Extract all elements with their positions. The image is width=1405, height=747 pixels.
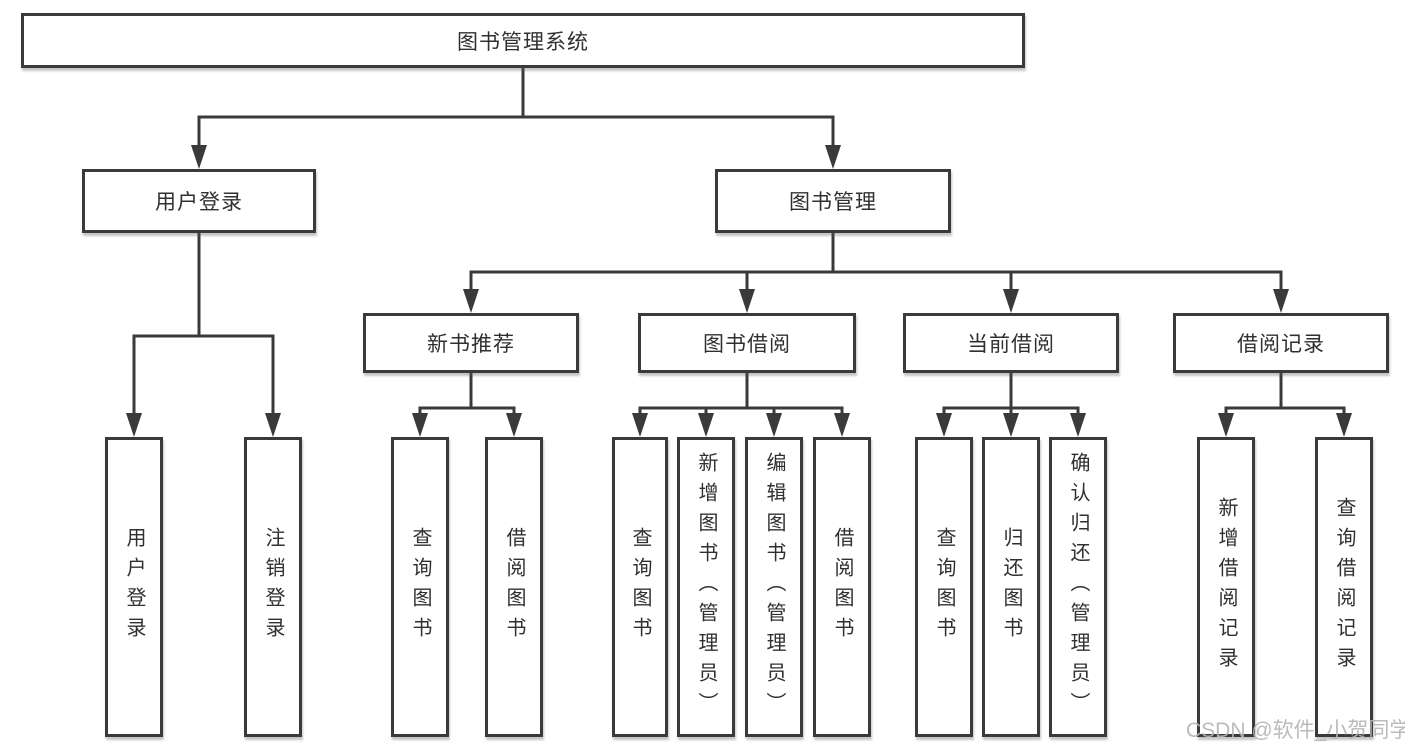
arrow-down-icon (825, 145, 841, 169)
node-leaf-user-login: 用户登录 (105, 437, 163, 737)
arrow-down-icon (1003, 413, 1019, 437)
arrow-down-icon (698, 413, 714, 437)
node-leaf-return-books: 归还图书 (982, 437, 1040, 737)
node-leaf-add-books-admin: 新增图书（管理员） (677, 437, 735, 737)
node-book-management: 图书管理 (715, 169, 951, 233)
arrow-down-icon (412, 413, 428, 437)
arrow-down-icon (265, 413, 281, 437)
node-root: 图书管理系统 (21, 13, 1025, 68)
arrow-down-icon (936, 413, 952, 437)
node-book-borrow: 图书借阅 (638, 313, 856, 373)
node-leaf-edit-books-admin: 编辑图书（管理员） (745, 437, 803, 737)
arrow-down-icon (834, 413, 850, 437)
node-new-book-recommend: 新书推荐 (363, 313, 579, 373)
watermark: CSDN @软件_小贺同学 (1186, 719, 1405, 742)
arrow-down-icon (191, 145, 207, 169)
arrow-down-icon (126, 413, 142, 437)
node-borrow-records: 借阅记录 (1173, 313, 1389, 373)
arrow-down-icon (1003, 289, 1019, 313)
node-leaf-query-books-recommend: 查询图书 (391, 437, 449, 737)
arrow-down-icon (766, 413, 782, 437)
node-leaf-confirm-return-admin: 确认归还（管理员） (1049, 437, 1107, 737)
arrowhead-icons (126, 145, 1352, 437)
arrow-down-icon (739, 289, 755, 313)
arrow-down-icon (632, 413, 648, 437)
arrow-down-icon (1273, 289, 1289, 313)
node-current-borrow: 当前借阅 (903, 313, 1119, 373)
arrow-down-icon (463, 289, 479, 313)
node-leaf-query-borrow-record: 查询借阅记录 (1315, 437, 1373, 737)
arrow-down-icon (506, 413, 522, 437)
arrow-down-icon (1218, 413, 1234, 437)
node-leaf-borrow-books-recommend: 借阅图书 (485, 437, 543, 737)
node-leaf-query-books-current: 查询图书 (915, 437, 973, 737)
node-leaf-query-books-borrow: 查询图书 (612, 437, 668, 737)
node-leaf-add-borrow-record: 新增借阅记录 (1197, 437, 1255, 737)
node-leaf-logout: 注销登录 (244, 437, 302, 737)
node-leaf-borrow-books: 借阅图书 (813, 437, 871, 737)
node-user-login: 用户登录 (82, 169, 316, 233)
arrow-down-icon (1070, 413, 1086, 437)
arrow-down-icon (1336, 413, 1352, 437)
